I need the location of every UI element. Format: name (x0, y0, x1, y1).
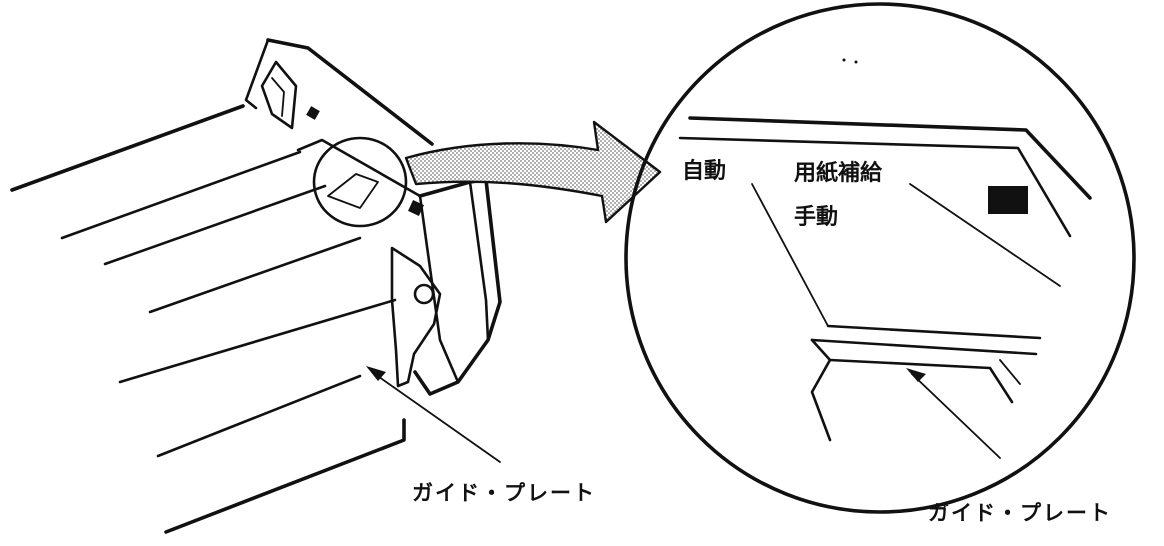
zoom-arrow (404, 120, 662, 224)
lever-pivot (413, 283, 435, 305)
guide-plate-edge-upper (826, 324, 1042, 340)
housing-indicator-square (408, 200, 424, 216)
speck-2 (854, 60, 858, 64)
label-guide-plate-right: ガイド・プレート (928, 501, 1112, 525)
frame-right-side (296, 138, 422, 198)
paper-edge-bottom (164, 418, 406, 534)
frame-slot-inner (271, 77, 285, 117)
label-guide-plate-left: ガイド・プレート (412, 481, 596, 505)
paper-line-5 (156, 374, 362, 458)
magnified-view: 自動 用紙補給 手動 (624, 2, 1136, 514)
frame-top-edge (266, 38, 434, 146)
guide-plate-inner-2 (999, 359, 1021, 385)
paper-line-2 (103, 184, 327, 266)
magnifier-circle (624, 2, 1136, 514)
label-manual: 手動 (794, 205, 838, 230)
zoom-source-detail (327, 173, 379, 209)
guide-plate-lever (390, 246, 442, 388)
pointer-guide-plate-right (911, 373, 1001, 459)
panel-edge-outer (688, 116, 1092, 200)
guide-plate-inner (828, 358, 1014, 404)
speck-1 (842, 58, 846, 62)
frame-indicator-square (306, 106, 320, 120)
lever-housing-front (418, 194, 460, 384)
frame-slot (260, 60, 298, 130)
leader-paper-feed (909, 183, 1061, 287)
paper-line-1 (60, 150, 302, 240)
label-paper-feed: 用紙補給 (794, 160, 883, 186)
pointer-guide-plate-left-head (366, 366, 386, 381)
lever-housing-edge (468, 180, 490, 342)
frame-top-inner (244, 38, 270, 110)
paper-feed-indicator (988, 186, 1028, 214)
paper-line-3 (148, 236, 362, 314)
paper-line-4 (118, 298, 397, 384)
pointer-guide-plate-right-head (906, 368, 926, 382)
panel-edge-inner (678, 136, 1072, 238)
guide-plate-body (810, 338, 832, 442)
printer-body (10, 38, 502, 534)
guide-plate-edge-lower (810, 338, 1038, 356)
leader-auto (751, 183, 829, 327)
pointer-guide-plate-left (371, 371, 501, 463)
label-auto: 自動 (682, 158, 726, 184)
zoom-source-circle (312, 136, 408, 228)
paper-edge-top (10, 104, 245, 192)
